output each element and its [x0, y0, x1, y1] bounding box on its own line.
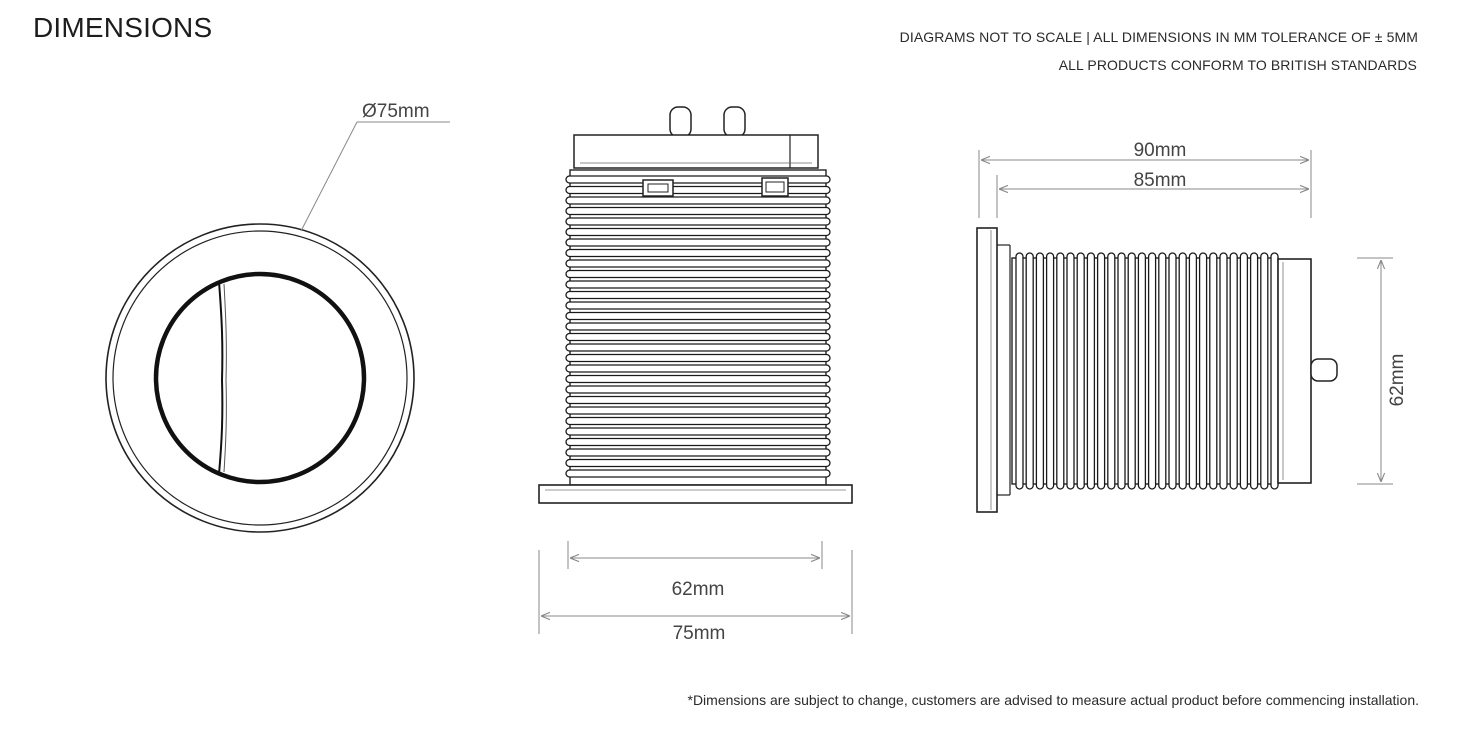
- top-cap: [573, 134, 819, 169]
- thread-ridge: [1086, 252, 1096, 490]
- push-button-ring: [153, 271, 367, 485]
- thread-ridge: [1209, 252, 1218, 490]
- thread-ridge: [1178, 252, 1187, 490]
- length-dimension-lines: [978, 150, 1393, 485]
- thread-ridge: [565, 427, 831, 436]
- thread-ridge: [565, 259, 831, 268]
- length-pin: [1310, 358, 1338, 382]
- page-title: DIMENSIONS: [33, 12, 213, 43]
- body-height-label: 62mm: [1387, 354, 1408, 407]
- thread-ridge: [1249, 252, 1259, 490]
- thread-ridge: [565, 448, 831, 457]
- thread-ridge: [565, 311, 831, 321]
- thread-ridge: [565, 353, 831, 363]
- front-view: Ø75mm: [105, 101, 450, 533]
- thread-ridge: [565, 395, 831, 405]
- side-dimension-lines: [538, 541, 853, 634]
- thread-ridge: [565, 248, 831, 258]
- pin-left: [669, 106, 692, 138]
- thread-ridge: [1025, 252, 1034, 490]
- thread-ridge: [565, 385, 831, 394]
- thread-ridge: [1066, 252, 1075, 490]
- thread-ridge: [565, 416, 831, 426]
- thread-ridge: [565, 374, 831, 384]
- thread-ridge: [565, 364, 831, 373]
- thread-ridge: [565, 322, 831, 331]
- length-threaded-body: [1011, 252, 1279, 490]
- thread-ridge: [1188, 252, 1198, 490]
- thread-ridge: [565, 206, 831, 216]
- total-length-label: 90mm: [1134, 140, 1187, 161]
- diameter-leader: [300, 121, 450, 232]
- thread-ridge: [1229, 252, 1238, 490]
- thread-ridge: [565, 217, 831, 226]
- thread-ridge: [565, 238, 831, 247]
- thread-ridge: [1107, 252, 1116, 490]
- scale-tolerance-note: DIAGRAMS NOT TO SCALE | ALL DIMENSIONS I…: [899, 29, 1418, 45]
- thread-ridge: [1239, 252, 1249, 490]
- thread-ridge: [1096, 252, 1106, 490]
- thread-ridge: [1035, 252, 1045, 490]
- body-length-label: 85mm: [1134, 170, 1187, 191]
- disclaimer-note: *Dimensions are subject to change, custo…: [687, 692, 1420, 708]
- length-flange: [976, 227, 998, 513]
- thread-ridge: [565, 406, 831, 415]
- bottom-flange: [538, 484, 853, 504]
- thread-ridge: [1015, 252, 1024, 490]
- diameter-label: Ø75mm: [362, 101, 430, 122]
- thread-ridge: [1168, 252, 1177, 490]
- body-width-label: 62mm: [672, 579, 725, 600]
- thread-ridge: [565, 458, 831, 468]
- thread-ridge: [1198, 252, 1208, 490]
- thread-ridge: [1137, 252, 1147, 490]
- thread-ridge: [565, 196, 831, 205]
- thread-ridge: [1045, 252, 1055, 490]
- thread-ridge: [565, 343, 831, 352]
- pin-right: [723, 106, 746, 138]
- thread-ridge: [1076, 252, 1085, 490]
- thread-ridge: [565, 437, 831, 447]
- thread-ridge: [1260, 252, 1269, 490]
- thread-ridge: [565, 469, 831, 478]
- thread-ridge: [1127, 252, 1136, 490]
- thread-ridge: [1147, 252, 1157, 490]
- side-view: 62mm 75mm: [538, 106, 853, 644]
- threaded-body: [565, 169, 831, 486]
- thread-ridge: [565, 280, 831, 289]
- thread-ridge: [1117, 252, 1126, 490]
- standards-note: ALL PRODUCTS CONFORM TO BRITISH STANDARD…: [1058, 57, 1417, 73]
- thread-ridge: [565, 269, 831, 279]
- thread-ridge: [1158, 252, 1167, 490]
- thread-ridge: [565, 301, 831, 310]
- outer-bezel: [105, 223, 415, 533]
- length-view: 90mm 85mm 62mm: [976, 140, 1408, 513]
- thread-ridge: [1056, 252, 1065, 490]
- inner-bezel: [112, 230, 408, 526]
- thread-ridge: [1219, 252, 1228, 490]
- thread-ridge: [565, 175, 831, 184]
- thread-ridge: [1270, 252, 1279, 490]
- thread-ridge: [565, 290, 831, 300]
- thread-ridge: [565, 332, 831, 342]
- thread-ridge: [565, 185, 831, 195]
- thread-ridge: [565, 227, 831, 237]
- flange-width-label: 75mm: [673, 623, 726, 644]
- dual-flush-split: [218, 281, 224, 475]
